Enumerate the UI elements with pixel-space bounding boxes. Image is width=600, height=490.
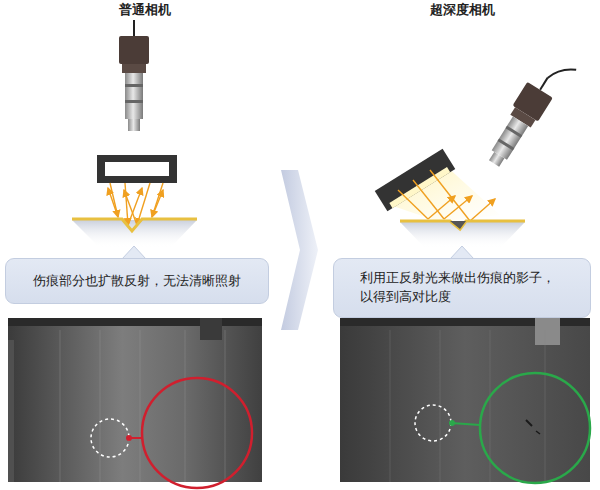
callout-text: 利用正反射光来做出伤痕的影子，以得到高对比度 — [360, 269, 565, 307]
scratched-surface — [72, 219, 197, 231]
camera-heading: 超深度相机 — [430, 1, 495, 19]
deep-camera — [481, 51, 576, 174]
normal-camera — [119, 20, 149, 131]
callout-text-group: 利用正反射光来做出伤痕的影子，以得到高对比度 — [360, 269, 565, 307]
angled-light — [375, 149, 456, 212]
camera-heading: 普通相机 — [119, 1, 171, 19]
callout-text: 伤痕部分也扩散反射，无法清晰照射 — [33, 272, 241, 291]
scratched-surface — [400, 221, 525, 229]
photo-normal — [8, 318, 262, 488]
diffuse-light — [97, 155, 177, 183]
callout-text-group: 伤痕部分也扩散反射，无法清晰照射 — [33, 272, 241, 291]
surface-ground — [400, 222, 525, 248]
surface-ground — [72, 220, 197, 248]
scratch-shadow — [450, 221, 466, 229]
photo-deep — [340, 318, 590, 483]
specular-rays — [398, 170, 495, 221]
transition-chevron — [281, 170, 318, 330]
callout-box: 利用正反射光来做出伤痕的影子，以得到高对比度 — [333, 258, 591, 318]
callout-box: 伤痕部分也扩散反射，无法清晰照射 — [5, 258, 269, 304]
